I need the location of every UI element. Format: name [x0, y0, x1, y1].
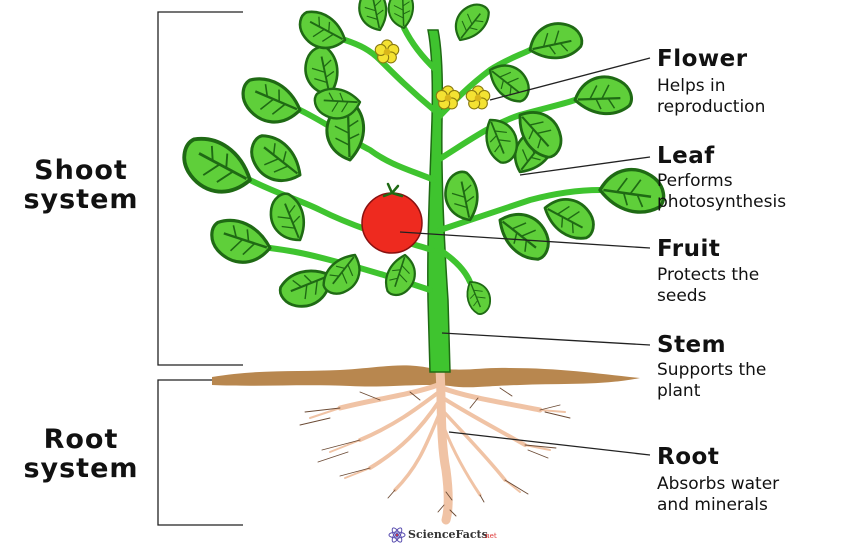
soil — [212, 365, 640, 387]
flower-desc: Helps in reproduction — [657, 76, 765, 118]
stem-desc: Supports the plant — [657, 360, 766, 402]
root-desc: Absorbs water and minerals — [657, 474, 779, 516]
watermark-atom-icon — [389, 527, 405, 544]
root-bracket — [158, 380, 243, 525]
fruit-title: Fruit — [657, 236, 720, 262]
watermark-suffix: .net — [483, 532, 497, 540]
root-title: Root — [657, 444, 719, 470]
stem-title: Stem — [657, 332, 726, 358]
shoot-system-label: Shoot system — [8, 156, 154, 214]
watermark-text: ScienceFacts — [408, 528, 488, 541]
root-system-label: Root system — [8, 425, 154, 483]
leaf-desc: Performs photosynthesis — [657, 171, 786, 213]
flower-title: Flower — [657, 46, 748, 72]
stem-pointer — [442, 333, 650, 345]
fruit-desc: Protects the seeds — [657, 265, 759, 307]
leaf-title: Leaf — [657, 143, 715, 169]
tomato-fruit — [362, 184, 422, 253]
